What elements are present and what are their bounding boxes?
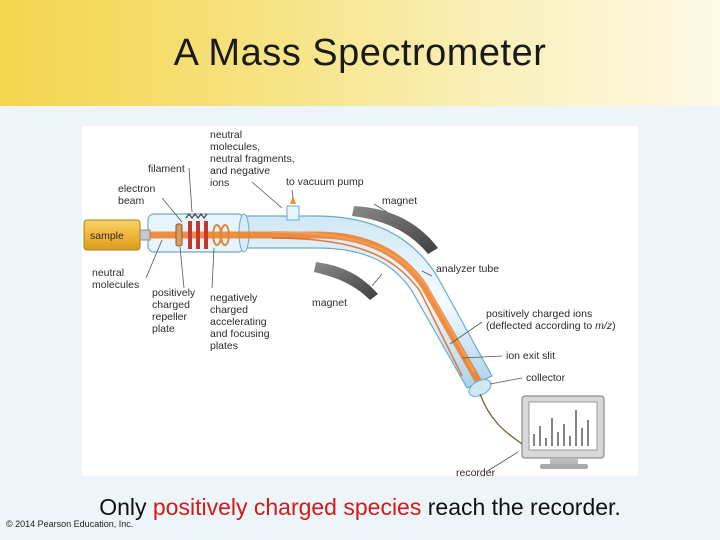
label-ion-exit-slit: ion exit slit (506, 350, 555, 362)
label-sample: sample (90, 230, 124, 242)
label-recorder: recorder (456, 467, 496, 476)
label-positive-ions-2: (deflected according to m/z) (486, 320, 616, 332)
label-collector: collector (526, 372, 566, 384)
label-accelerating-plates-5: plates (210, 340, 238, 352)
pos-ions-close: ) (612, 320, 616, 332)
label-neutral-molecules-2: molecules (92, 279, 139, 291)
label-neutral-fragments-4: and negative (210, 165, 270, 177)
vacuum-pump-port (286, 205, 300, 221)
slide-caption: Only positively charged species reach th… (0, 494, 720, 521)
label-repeller-plate: positively (152, 287, 196, 299)
label-repeller-plate-2: charged (152, 299, 190, 311)
label-accelerating-plates: negatively (210, 292, 258, 304)
label-positive-ions: positively charged ions (486, 308, 592, 320)
label-repeller-plate-4: plate (152, 323, 175, 335)
mass-spectrometer-diagram: sample (82, 126, 638, 476)
label-accelerating-plates-3: accelerating (210, 316, 267, 328)
label-neutral-fragments-2: molecules, (210, 141, 260, 153)
recorder-monitor (521, 395, 605, 469)
label-neutral-molecules: neutral (92, 267, 124, 279)
label-vacuum-pump: to vacuum pump (286, 176, 364, 188)
label-magnet-top: magnet (382, 195, 417, 207)
caption-highlight: positively charged species (152, 494, 422, 520)
label-neutral-fragments-5: ions (210, 177, 229, 189)
slide-title: A Mass Spectrometer (173, 32, 547, 74)
caption-suffix: reach the recorder. (421, 494, 621, 520)
label-neutral-fragments-3: neutral fragments, (210, 153, 295, 165)
label-magnet-bottom: magnet (312, 297, 347, 309)
copyright-notice: © 2014 Pearson Education, Inc. (6, 519, 134, 529)
label-filament: filament (148, 163, 185, 175)
mz-text: m/z (595, 320, 613, 332)
label-accelerating-plates-4: and focusing (210, 328, 270, 340)
collector (468, 379, 492, 397)
title-band (0, 0, 720, 106)
pos-ions-text: (deflected according to (486, 320, 595, 332)
magnet-top (352, 206, 438, 254)
magnet-bottom (314, 262, 378, 300)
caption-prefix: Only (99, 494, 153, 520)
label-analyzer-tube: analyzer tube (436, 263, 499, 275)
filament (185, 213, 208, 219)
label-accelerating-plates-2: charged (210, 304, 248, 316)
diagram-svg: sample (83, 129, 616, 476)
label-neutral-fragments: neutral (210, 129, 242, 141)
leader-lines (145, 167, 523, 385)
label-electron-beam-2: beam (118, 195, 145, 207)
label-electron-beam: electron (118, 183, 156, 195)
repeller-plate (175, 223, 183, 247)
label-repeller-plate-3: repeller (152, 311, 188, 323)
